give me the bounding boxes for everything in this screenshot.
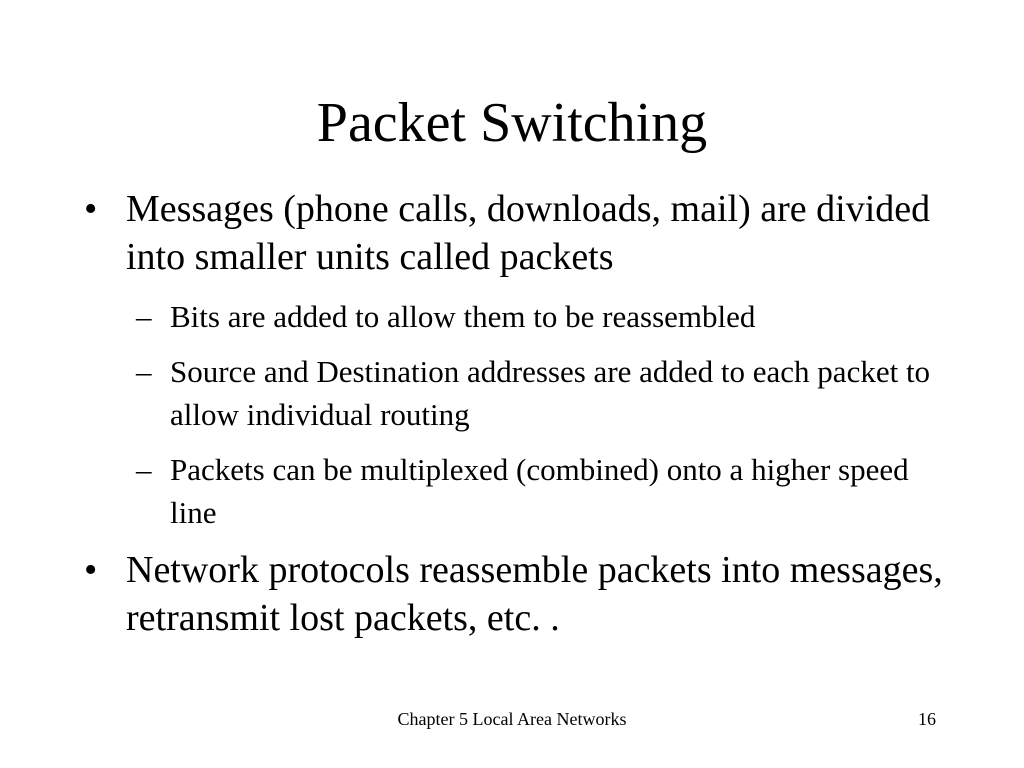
sub-bullet-item: – Bits are added to allow them to be rea…	[84, 295, 944, 338]
sub-bullet-marker: –	[136, 299, 152, 334]
bullet-item: • Messages (phone calls, downloads, mail…	[84, 185, 944, 281]
sub-bullet-marker: –	[136, 452, 152, 487]
bullet-text: Messages (phone calls, downloads, mail) …	[126, 188, 931, 278]
sub-bullet-item: – Source and Destination addresses are a…	[84, 350, 944, 436]
sub-bullet-text: Bits are added to allow them to be reass…	[170, 299, 756, 334]
page-number: 16	[918, 709, 936, 729]
sub-bullet-item: – Packets can be multiplexed (combined) …	[84, 448, 944, 534]
bullet-item: • Network protocols reassemble packets i…	[84, 546, 944, 642]
sub-bullet-marker: –	[136, 354, 152, 389]
bullet-marker: •	[84, 549, 98, 591]
sub-bullet-text: Packets can be multiplexed (combined) on…	[170, 452, 909, 530]
sub-bullet-list: – Bits are added to allow them to be rea…	[84, 295, 944, 534]
bullet-text: Network protocols reassemble packets int…	[126, 549, 943, 639]
sub-bullet-text: Source and Destination addresses are add…	[170, 354, 931, 432]
slide-title: Packet Switching	[316, 92, 708, 154]
bullet-marker: •	[84, 188, 98, 230]
slide-content: • Messages (phone calls, downloads, mail…	[84, 185, 944, 656]
slide-footer: Chapter 5 Local Area Networks	[397, 709, 627, 729]
